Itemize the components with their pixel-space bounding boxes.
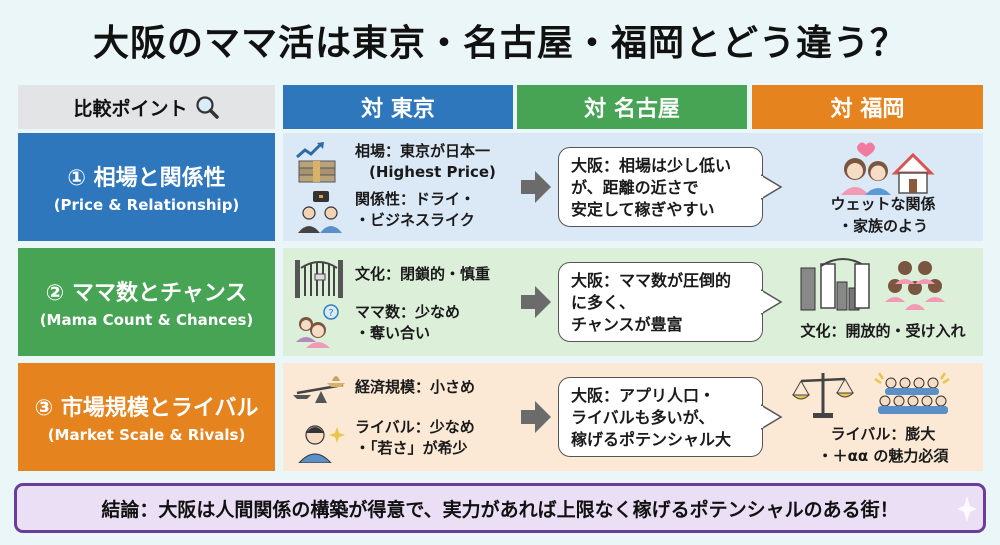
row-label-mama-count-chances: ② ママ数とチャンス (Mama Count & Chances)	[18, 248, 275, 356]
tokyo-text-line: ・奪い合い	[355, 324, 431, 342]
tokyo-text-line: 経済規模：小さめ	[355, 378, 476, 396]
tokyo-cell: 相場：東京が日本一 (Highest Price) 関係性：ドライ・ ・ビジネス…	[293, 133, 518, 241]
nagoya-text-line: チャンスが豊富	[571, 315, 683, 334]
arrow-right-icon	[521, 401, 551, 433]
conclusion-text: 結論：大阪は人間関係の構築が得意で、実力があれば上限なく稼げるポテンシャルのある…	[101, 498, 899, 521]
women-question-icon: ?	[296, 304, 339, 348]
nagoya-text-line: が、距離の近さで	[571, 178, 699, 197]
nagoya-text-line: 大阪：アプリ人口・	[571, 386, 716, 405]
tokyo-item: 文化：閉鎖的・慎重	[293, 254, 490, 300]
nagoya-speech-bubble: 大阪：相場は少し低い が、距離の近さで 安定して稼ぎやすい	[558, 147, 763, 227]
business-people-icon	[298, 191, 342, 233]
nagoya-text-line: 大阪：相場は少し低い	[571, 156, 732, 175]
row-title-en: (Mama Count & Chances)	[39, 311, 254, 329]
nagoya-text-line: 稼げるポテンシャル大	[571, 430, 732, 449]
fukuoka-text-line: ウェットな関係	[830, 195, 936, 213]
fukuoka-text-line: ライバル：膨大	[830, 425, 936, 443]
closed-gate-icon	[295, 260, 343, 298]
nagoya-speech-bubble: 大阪：ママ数が圧倒的 に多く、 チャンスが豊富	[558, 262, 763, 342]
row-panel-market-scale-rivals: 経済規模：小さめ ライバル：少なめ ・「若さ」が希少 大阪：アプリ人口・ ライバ…	[283, 363, 983, 471]
nagoya-text-line: 大阪：ママ数が圧倒的	[571, 271, 732, 290]
nagoya-text-line: 安定して稼ぎやすい	[571, 200, 715, 219]
tokyo-text-line: ・ビジネスライク	[355, 211, 475, 229]
svg-text:?: ?	[328, 308, 333, 319]
money-growth-icon	[296, 142, 336, 183]
tokyo-text-line: 文化：閉鎖的・慎重	[355, 265, 491, 283]
tokyo-text-line: 関係性：ドライ・	[355, 190, 476, 208]
magnifier-icon	[195, 96, 219, 119]
fukuoka-cell: 文化：開放的・受け入れ	[783, 248, 983, 356]
tokyo-cell: 経済規模：小さめ ライバル：少なめ ・「若さ」が希少	[293, 363, 518, 471]
scale-crowd-icon	[791, 372, 950, 418]
row-title-jp: ③ 市場規模とライバル	[34, 396, 259, 421]
tokyo-item: 関係性：ドライ・ ・ビジネスライク	[293, 189, 475, 235]
bubble-tail	[761, 174, 783, 200]
arrow-right-icon	[521, 286, 551, 318]
row-panel-mama-count-chances: 文化：閉鎖的・慎重 ? ママ数：少なめ ・奪い合い 大阪：ママ数が圧倒的 に多く…	[283, 248, 983, 356]
fukuoka-cell: ウェットな関係 ・家族のよう	[783, 133, 983, 241]
conclusion-banner: 結論：大阪は人間関係の構築が得意で、実力があれば上限なく稼げるポテンシャルのある…	[14, 483, 986, 533]
fukuoka-cell: ライバル：膨大 ・＋αα の魅力必須	[783, 363, 983, 471]
businessman-sparkle-icon	[298, 425, 345, 463]
row-title-jp: ① 相場と関係性	[67, 166, 226, 191]
bubble-tail	[761, 404, 783, 430]
tokyo-item: ? ママ数：少なめ ・奪い合い	[293, 302, 460, 348]
tokyo-text-line: ママ数：少なめ	[355, 303, 461, 321]
header-comparison-point: 比較ポイント	[18, 85, 275, 129]
header-point-label: 比較ポイント	[73, 97, 188, 120]
row-title-en: (Market Scale & Rivals)	[47, 426, 246, 444]
family-house-icon	[841, 142, 935, 195]
nagoya-speech-bubble: 大阪：アプリ人口・ ライバルも多いが、 稼げるポテンシャル大	[558, 377, 763, 457]
scale-icon	[293, 376, 345, 403]
row-title-jp: ② ママ数とチャンス	[45, 281, 248, 306]
header-vs-fukuoka: 対 福岡	[752, 85, 983, 129]
sparkle-icon	[957, 496, 977, 522]
bubble-tail	[761, 289, 783, 315]
row-title-en: (Price & Relationship)	[53, 196, 240, 214]
arrow-right-icon	[521, 171, 551, 203]
header-vs-nagoya: 対 名古屋	[517, 85, 747, 129]
nagoya-text-line: に多く、	[571, 293, 636, 312]
header-vs-tokyo: 対 東京	[283, 85, 513, 129]
fukuoka-text-line: ・＋αα の魅力必須	[817, 447, 949, 465]
tokyo-item: 経済規模：小さめ	[293, 367, 475, 413]
tokyo-cell: 文化：閉鎖的・慎重 ? ママ数：少なめ ・奪い合い	[293, 248, 518, 356]
tokyo-text-line: 相場：東京が日本一	[355, 142, 491, 160]
row-label-price-relationship: ① 相場と関係性 (Price & Relationship)	[18, 133, 275, 241]
open-gate-crowd-icon	[800, 258, 945, 311]
page-title: 大阪のママ活は東京・名古屋・福岡とどう違う？	[92, 23, 907, 64]
tokyo-text-line: ・「若さ」が希少	[355, 439, 468, 457]
nagoya-text-line: ライバルも多いが、	[571, 408, 715, 427]
fukuoka-text-line: ・家族のよう	[837, 217, 928, 235]
row-label-market-scale-rivals: ③ 市場規模とライバル (Market Scale & Rivals)	[18, 363, 275, 471]
tokyo-text-line: (Highest Price)	[369, 163, 496, 181]
fukuoka-text-line: 文化：開放的・受け入れ	[800, 322, 966, 340]
tokyo-text-line: ライバル：少なめ	[355, 418, 475, 436]
tokyo-item: ライバル：少なめ ・「若さ」が希少	[293, 417, 475, 463]
row-panel-price-relationship: 相場：東京が日本一 (Highest Price) 関係性：ドライ・ ・ビジネス…	[283, 133, 983, 241]
tokyo-item: 相場：東京が日本一 (Highest Price)	[293, 141, 496, 187]
